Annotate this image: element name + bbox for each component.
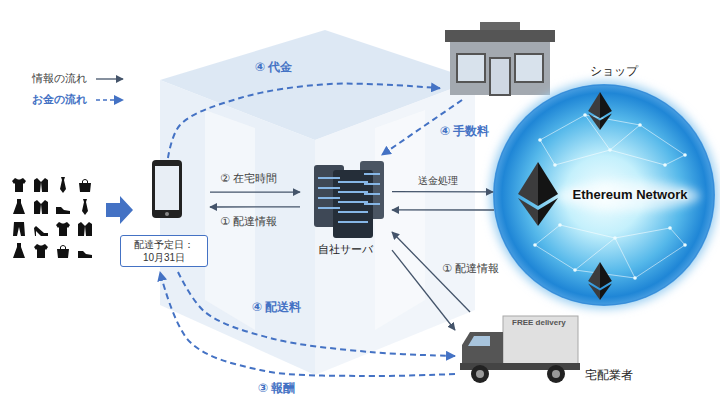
network-dot — [583, 113, 587, 117]
delivery-truck: FREE delivery 宅配業者 — [455, 312, 650, 388]
legend-entry: お金の流れ — [32, 93, 125, 106]
edge-label: ① 配達情報 — [220, 215, 277, 228]
shop-building: ショップ — [440, 26, 650, 100]
clothing-icon — [34, 226, 48, 236]
network-dot — [558, 223, 562, 227]
network-dot — [553, 163, 557, 167]
clothing-icon — [13, 222, 25, 236]
clothing-icon — [34, 178, 48, 192]
clothing-icon — [82, 199, 88, 215]
info-flow-arrow — [392, 191, 493, 192]
edge-label: ③ 報酬 — [258, 381, 296, 395]
clothing-icon — [34, 244, 48, 258]
network-dot — [683, 153, 687, 157]
node-caption: ショップ — [590, 64, 638, 78]
clothing-icon — [57, 245, 69, 258]
network-dot — [638, 123, 642, 127]
edge-label: ① 配達情報 — [442, 262, 499, 275]
ethereum-logo — [588, 92, 612, 130]
ethereum-network: Ethereum Network — [493, 84, 715, 306]
truck-hub — [552, 370, 560, 378]
ethereum-logo — [588, 262, 612, 300]
network-dot — [613, 236, 617, 240]
network-dot — [668, 226, 672, 230]
legend-sample — [95, 74, 125, 84]
truck-wheel — [547, 365, 565, 383]
text-glow — [556, 181, 700, 211]
clothing-icon — [60, 177, 66, 193]
legend-label: 情報の流れ — [32, 72, 87, 85]
info-flow-arrow — [210, 206, 300, 207]
ethereum-logo — [518, 162, 558, 226]
truck-hub — [476, 370, 484, 378]
clothing-icon — [78, 251, 92, 258]
network-dot — [633, 276, 637, 280]
truck-window — [468, 336, 490, 346]
connector-group — [160, 84, 494, 377]
legend-line — [96, 78, 123, 79]
money-flow-arrow — [168, 84, 440, 158]
node-caption: 自社サーバ — [300, 243, 390, 256]
cube-left — [160, 80, 315, 375]
network-dot — [683, 243, 687, 247]
network-dot — [608, 148, 612, 152]
network-dot — [663, 163, 667, 167]
shop-roof — [445, 30, 555, 42]
shop-window — [515, 54, 543, 82]
edge-label: 送金処理 — [418, 175, 458, 187]
delivery-date-box: 配達予定日： 10月31日 — [120, 235, 208, 267]
shop-door — [490, 58, 510, 95]
info-flow-arrow — [392, 209, 494, 210]
circle-border — [494, 85, 714, 305]
legend-sample — [95, 95, 125, 105]
network-disc — [493, 84, 715, 306]
money-flow-arrow — [178, 272, 455, 356]
money-flow-arrow — [160, 272, 455, 376]
network-dot — [533, 243, 537, 247]
edge-label: ② 在宅時間 — [220, 172, 277, 185]
block-arrow — [106, 196, 133, 224]
truck-cab — [462, 332, 503, 365]
clothing-icon — [13, 243, 25, 258]
phone-button — [165, 212, 169, 216]
clothing-icon — [78, 222, 92, 236]
truck-cargo — [503, 316, 578, 364]
server-slots — [318, 174, 380, 222]
legend-label: お金の流れ — [32, 93, 87, 106]
info-flow-arrow — [210, 191, 300, 192]
legend-entry: 情報の流れ — [32, 72, 125, 85]
shop-sign — [480, 22, 520, 30]
clothing-icon — [56, 207, 70, 214]
phone-screen — [155, 166, 179, 210]
truck-lettering: FREE delivery — [512, 318, 566, 328]
network-glow — [490, 81, 718, 309]
clothing-icon — [34, 200, 48, 214]
edge-label: ④ 代金 — [255, 60, 293, 74]
clothing-icon — [56, 222, 70, 236]
truck-wheel — [471, 365, 489, 383]
shop-window — [457, 54, 485, 82]
network-dot — [538, 138, 542, 142]
legend-line — [96, 99, 123, 101]
edge-label: ④ 配送料 — [252, 300, 302, 314]
edge-label: ④ 手数料 — [440, 124, 490, 138]
smartphone: 配達予定日： 10月31日 — [118, 158, 210, 272]
phone-body — [152, 160, 182, 218]
clothing-icon — [13, 199, 25, 214]
node-caption: 宅配業者 — [585, 368, 633, 382]
clothing-icon — [79, 179, 91, 192]
server: 自社サーバ — [300, 155, 392, 263]
shop-wall — [450, 42, 550, 95]
network-name: Ethereum Network — [565, 187, 695, 203]
clothing-grid — [12, 177, 92, 258]
clothing-icon — [12, 178, 26, 192]
network-dot — [573, 268, 577, 272]
